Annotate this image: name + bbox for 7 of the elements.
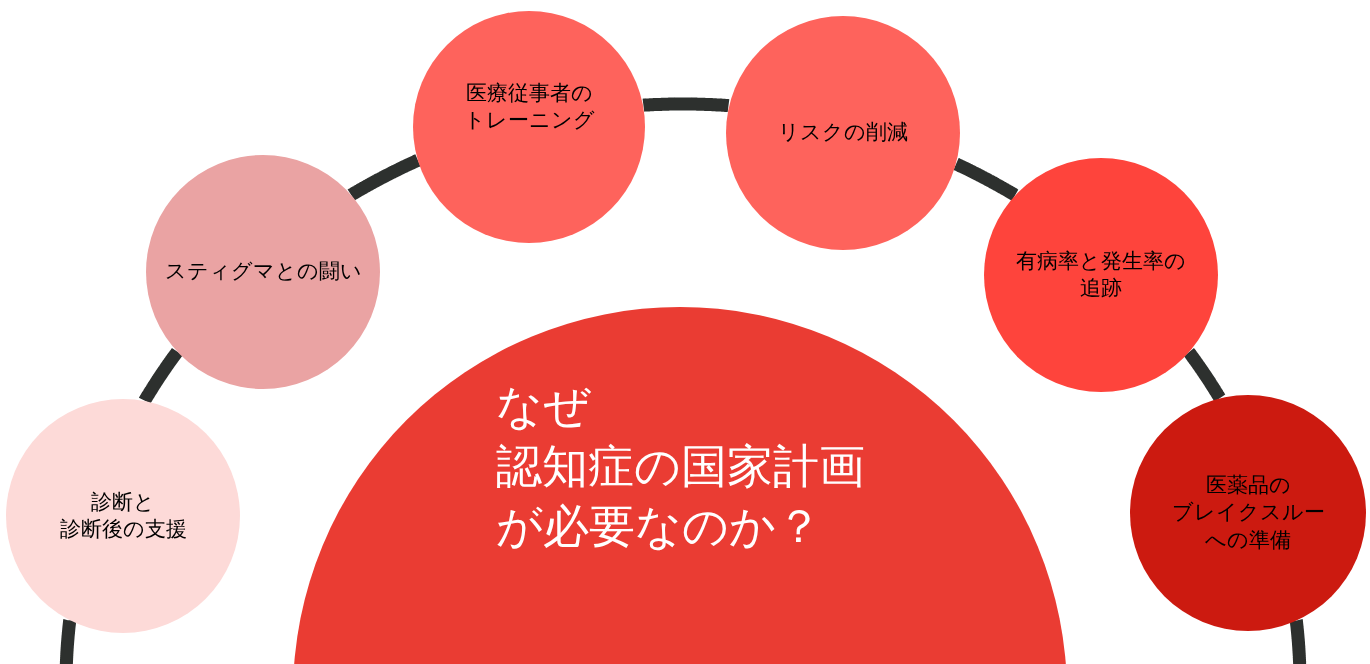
topic-label: スティグマとの闘い: [164, 258, 362, 286]
topic-label: リスクの削減: [778, 119, 908, 147]
topic-label: 医薬品のブレイクスルーへの準備: [1171, 472, 1325, 554]
topic-label: 診断と診断後の支援: [59, 488, 187, 543]
topic-label: 医療従事者のトレーニング: [463, 79, 595, 134]
headline-text: なぜ認知症の国家計画が必要なのか？: [495, 378, 865, 555]
topic-label: 有病率と発生率の追跡: [1016, 247, 1186, 302]
